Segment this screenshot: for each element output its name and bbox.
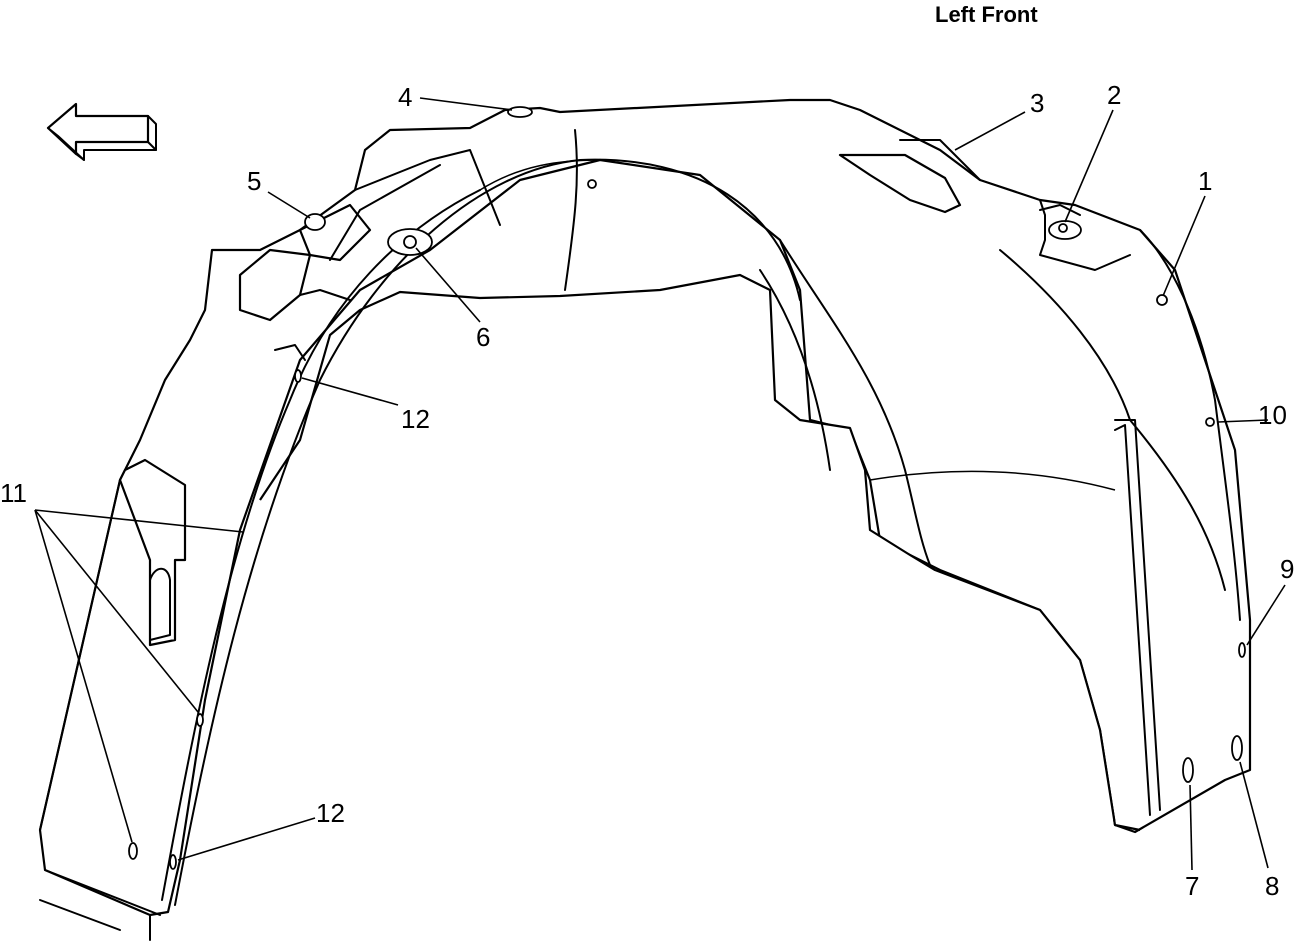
callout-7: 7 — [1185, 871, 1199, 901]
hole-9 — [1238, 642, 1246, 658]
callout-8: 8 — [1265, 871, 1279, 901]
hole-11a — [128, 842, 138, 860]
hole-12b — [169, 854, 177, 870]
callout-1: 1 — [1198, 166, 1212, 196]
fastener-holes — [128, 106, 1246, 870]
hole-7 — [1182, 757, 1194, 783]
hole-6-center — [403, 235, 417, 249]
hole-4 — [507, 106, 533, 118]
callout-3: 3 — [1030, 88, 1044, 118]
wheelhouse-liner — [38, 98, 1252, 941]
callout-9: 9 — [1280, 554, 1294, 584]
callout-11: 11 — [0, 478, 27, 508]
callout-12-upper: 12 — [401, 404, 430, 434]
leader-lines — [34, 97, 1286, 871]
callout-4: 4 — [398, 82, 412, 112]
hole-12a — [294, 369, 302, 383]
callout-5: 5 — [247, 166, 261, 196]
hole-1 — [1156, 294, 1168, 306]
callout-labels: 1 2 3 4 5 6 7 8 9 10 11 12 12 — [0, 80, 1294, 901]
callout-2: 2 — [1107, 80, 1121, 110]
hole-11b — [196, 713, 204, 727]
callout-12-lower: 12 — [316, 798, 345, 828]
hole-8 — [1231, 735, 1243, 761]
hole-2-center — [1058, 223, 1068, 233]
callout-10: 10 — [1258, 400, 1287, 430]
arrow-left-icon — [46, 102, 157, 161]
hole-top — [587, 179, 597, 189]
diagram-title: Left Front — [935, 2, 1038, 27]
callout-6: 6 — [476, 322, 490, 352]
hole-10 — [1205, 417, 1215, 427]
